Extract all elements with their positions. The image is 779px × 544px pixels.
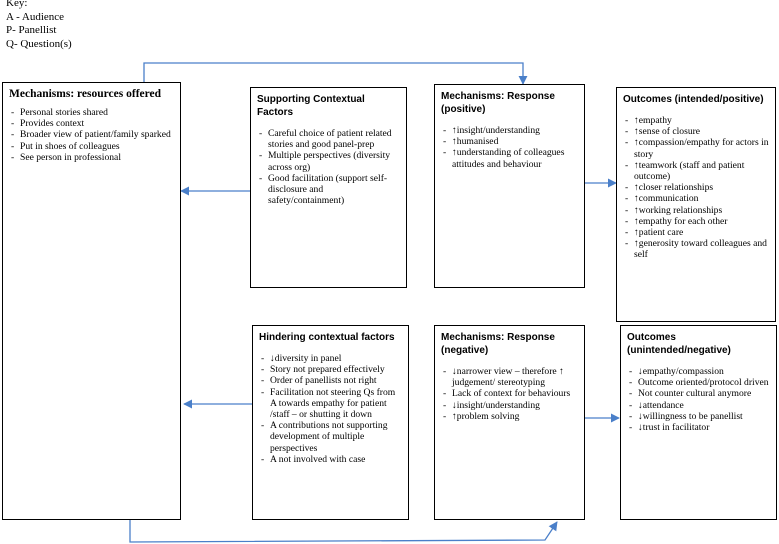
list-item: ↑understanding of colleagues attitudes a… bbox=[441, 147, 578, 169]
list-item: ↑empathy bbox=[623, 115, 769, 126]
list-item: ↓diversity in panel bbox=[259, 353, 402, 364]
list-item: Order of panellists not right bbox=[259, 375, 402, 386]
key-legend: Key: A - Audience P- Panellist Q- Questi… bbox=[6, 0, 72, 51]
box-supporting-factors: Supporting Contextual Factors Careful ch… bbox=[250, 87, 407, 288]
list-item: ↑generosity toward colleagues and self bbox=[623, 238, 769, 260]
list-item: ↑problem solving bbox=[441, 411, 578, 422]
item-list: ↓empathy/compassion Outcome oriented/pro… bbox=[627, 366, 770, 433]
box-title: Supporting Contextual Factors bbox=[257, 94, 365, 118]
box-title: Outcomes (intended/positive) bbox=[623, 94, 764, 105]
list-item: Personal stories shared bbox=[9, 107, 174, 118]
list-item: ↑patient care bbox=[623, 227, 769, 238]
key-title: Key: bbox=[6, 0, 28, 9]
key-line-questions: Q- Question(s) bbox=[6, 37, 72, 50]
list-item: A contributions not supporting developme… bbox=[259, 420, 402, 454]
list-item: ↑teamwork (staff and patient outcome) bbox=[623, 160, 769, 182]
box-outcomes-negative: Outcomes (unintended/negative) ↓empathy/… bbox=[620, 325, 777, 520]
box-response-positive: Mechanisms: Response (positive) ↑insight… bbox=[434, 84, 585, 288]
list-item: ↑humanised bbox=[441, 136, 578, 147]
box-mechanisms-resources: Mechanisms: resources offered Personal s… bbox=[2, 82, 181, 520]
list-item: Broader view of patient/family sparked bbox=[9, 129, 174, 140]
list-item: Put in shoes of colleagues bbox=[9, 141, 174, 152]
list-item: ↑closer relationships bbox=[623, 182, 769, 193]
list-item: ↓narrower view – therefore ↑ judgement/ … bbox=[441, 366, 578, 388]
item-list: Careful choice of patient related storie… bbox=[257, 128, 400, 206]
list-item: ↓attendance bbox=[627, 400, 770, 411]
box-title: Mechanisms: Response (negative) bbox=[441, 332, 555, 356]
key-line-audience: A - Audience bbox=[6, 10, 65, 23]
box-outcomes-positive: Outcomes (intended/positive) ↑empathy ↑s… bbox=[616, 87, 776, 322]
item-list: ↑empathy ↑sense of closure ↑compassion/e… bbox=[623, 115, 769, 261]
item-list: ↓diversity in panel Story not prepared e… bbox=[259, 353, 402, 465]
item-list: ↓narrower view – therefore ↑ judgement/ … bbox=[441, 366, 578, 422]
list-item: Facilitation not steering Qs from A towa… bbox=[259, 387, 402, 421]
list-item: Multiple perspectives (diversity across … bbox=[257, 150, 400, 172]
list-item: A not involved with case bbox=[259, 454, 402, 465]
list-item: ↑sense of closure bbox=[623, 126, 769, 137]
box-title: Mechanisms: Response (positive) bbox=[441, 91, 555, 115]
list-item: ↓insight/understanding bbox=[441, 400, 578, 411]
list-item: ↓trust in facilitator bbox=[627, 422, 770, 433]
list-item: Outcome oriented/protocol driven bbox=[627, 377, 770, 388]
list-item: Not counter cultural anymore bbox=[627, 388, 770, 399]
arrow-resources-to-negative-response bbox=[129, 520, 558, 543]
list-item: Lack of context for behaviours bbox=[441, 388, 578, 399]
list-item: ↑insight/understanding bbox=[441, 125, 578, 136]
box-title: Outcomes (unintended/negative) bbox=[627, 332, 731, 356]
list-item: Good facilitation (support self-disclosu… bbox=[257, 173, 400, 207]
list-item: ↑working relationships bbox=[623, 205, 769, 216]
list-item: ↓willingness to be panellist bbox=[627, 411, 770, 422]
list-item: ↓empathy/compassion bbox=[627, 366, 770, 377]
box-response-negative: Mechanisms: Response (negative) ↓narrowe… bbox=[434, 325, 585, 520]
item-list: Personal stories shared Provides context… bbox=[9, 107, 174, 163]
box-title: Mechanisms: resources offered bbox=[9, 88, 162, 100]
list-item: ↑communication bbox=[623, 193, 769, 204]
list-item: See person in professional bbox=[9, 152, 174, 163]
key-line-panellist: P- Panellist bbox=[6, 24, 57, 36]
box-title: Hindering contextual factors bbox=[259, 332, 395, 343]
list-item: Careful choice of patient related storie… bbox=[257, 128, 400, 150]
item-list: ↑insight/understanding ↑humanised ↑under… bbox=[441, 125, 578, 170]
list-item: ↑empathy for each other bbox=[623, 216, 769, 227]
list-item: ↑compassion/empathy for actors in story bbox=[623, 137, 769, 159]
list-item: Story not prepared effectively bbox=[259, 364, 402, 375]
box-hindering-factors: Hindering contextual factors ↓diversity … bbox=[252, 325, 409, 520]
arrow-resources-to-positive-response bbox=[143, 62, 528, 85]
list-item: Provides context bbox=[9, 118, 174, 129]
